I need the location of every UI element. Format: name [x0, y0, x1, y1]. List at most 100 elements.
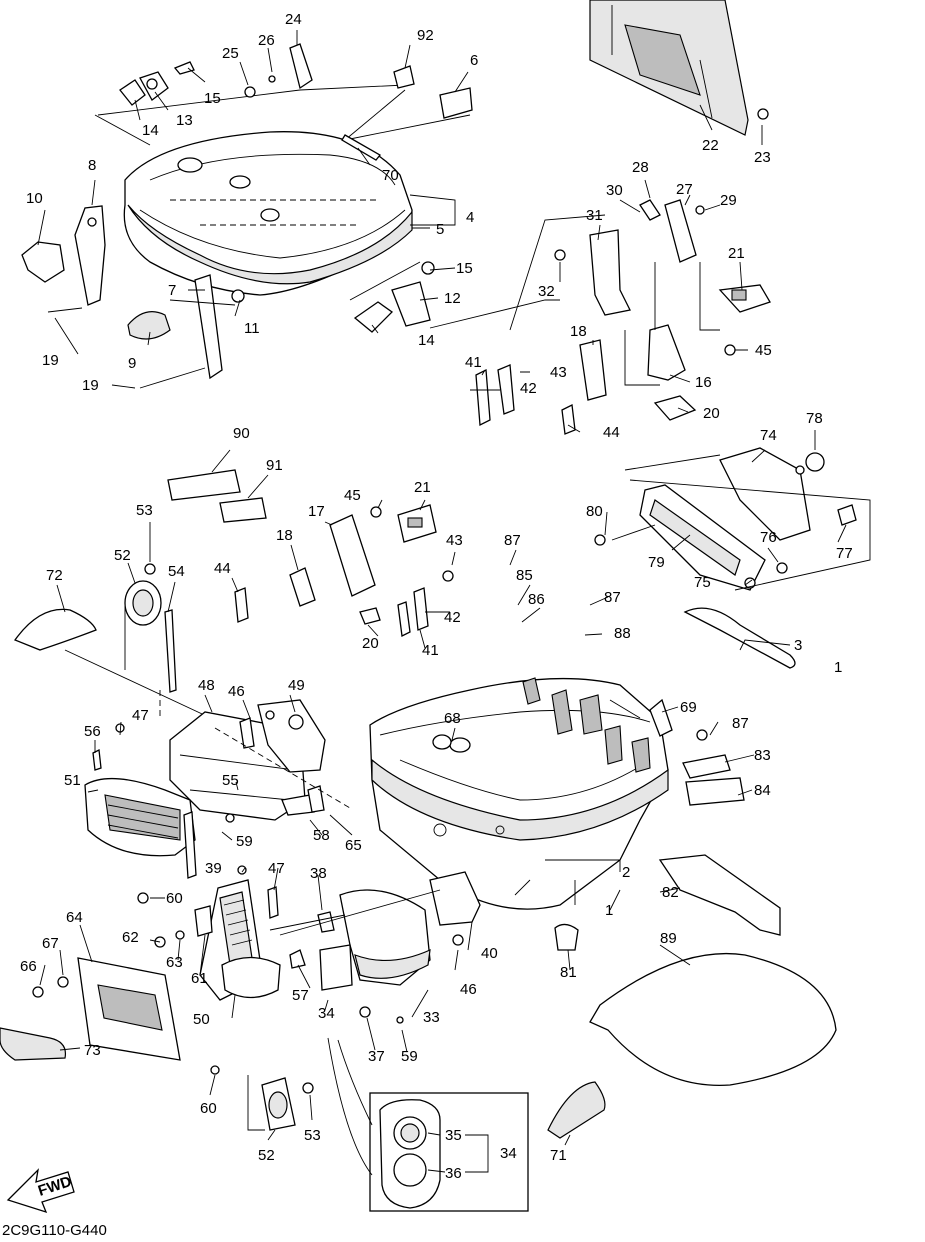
part-number-24: 24	[285, 11, 302, 28]
part-number-52: 52	[114, 547, 131, 564]
part-number-21: 21	[728, 245, 745, 262]
part-number-57: 57	[292, 987, 309, 1004]
part-number-12: 12	[444, 290, 461, 307]
part-71	[547, 1081, 606, 1139]
part-number-72: 72	[46, 567, 63, 584]
part-number-39: 39	[205, 860, 222, 877]
bottom-lamp	[210, 1065, 314, 1131]
part-number-29: 29	[720, 192, 737, 209]
part-number-16: 16	[695, 374, 712, 391]
part-number-45: 45	[755, 342, 772, 359]
part-number-20: 20	[703, 405, 720, 422]
part-number-47: 47	[132, 707, 149, 724]
decal-sheets	[167, 469, 267, 523]
part-number-15-b: 15	[456, 260, 473, 277]
part-number-88: 88	[614, 625, 631, 642]
part-number-44-b: 44	[214, 560, 231, 577]
part-number-91: 91	[266, 457, 283, 474]
center-latch-parts	[234, 364, 576, 637]
part-number-37: 37	[368, 1048, 385, 1065]
part-number-68: 68	[444, 710, 461, 727]
part-number-36: 36	[445, 1165, 462, 1182]
part-number-86: 86	[528, 591, 545, 608]
diagram-code: 2C9G110-G440	[2, 1222, 107, 1239]
part-number-63: 63	[166, 954, 183, 971]
part-number-8: 8	[88, 157, 96, 174]
part-number-19-b: 19	[82, 377, 99, 394]
part-number-1: 1	[834, 659, 842, 676]
part-number-49: 49	[288, 677, 305, 694]
rear-lamp-lower	[154, 865, 481, 1024]
part-labels: 24 92 6 25 26 15 14 13 70 4 5 8 10 15 12…	[20, 11, 853, 1182]
part-number-87-b: 87	[604, 589, 621, 606]
part-number-22: 22	[702, 137, 719, 154]
part-number-21-b: 21	[414, 479, 431, 496]
part-number-3: 3	[794, 637, 802, 654]
part-number-75: 75	[694, 574, 711, 591]
part-number-92: 92	[417, 27, 434, 44]
part-number-10: 10	[26, 190, 43, 207]
part-number-71: 71	[550, 1147, 567, 1164]
part-number-27: 27	[676, 181, 693, 198]
part-number-41-b: 41	[422, 642, 439, 659]
part-number-34-b: 34	[500, 1145, 517, 1162]
part-number-1-b: 1	[605, 902, 613, 919]
part-number-61: 61	[191, 970, 208, 987]
part-number-69: 69	[680, 699, 697, 716]
part-number-82: 82	[662, 884, 679, 901]
part-number-53-b: 53	[304, 1127, 321, 1144]
part-number-47-b: 47	[268, 860, 285, 877]
part-number-56: 56	[84, 723, 101, 740]
part-number-60-b: 60	[200, 1100, 217, 1117]
left-frame-parts	[84, 690, 351, 904]
part-number-50: 50	[193, 1011, 210, 1028]
leader-lines	[37, 30, 847, 1173]
part-number-46: 46	[228, 683, 245, 700]
part-number-42-b: 42	[444, 609, 461, 626]
part-number-14-b: 14	[418, 332, 435, 349]
left-hinge-parts	[21, 205, 435, 389]
part-number-43: 43	[550, 364, 567, 381]
part-number-40: 40	[481, 945, 498, 962]
part-number-76: 76	[760, 529, 777, 546]
part-number-84: 84	[754, 782, 771, 799]
part-number-78: 78	[806, 410, 823, 427]
part-number-26: 26	[258, 32, 275, 49]
part-number-19: 19	[42, 352, 59, 369]
part-number-18: 18	[570, 323, 587, 340]
right-side-parts	[432, 607, 796, 951]
lid-assembly	[94, 84, 471, 296]
part-number-73: 73	[84, 1042, 101, 1059]
part-number-28: 28	[632, 159, 649, 176]
part-number-44: 44	[603, 424, 620, 441]
plate-parts	[0, 957, 181, 1061]
part-number-87-c: 87	[732, 715, 749, 732]
part-number-52-b: 52	[258, 1147, 275, 1164]
part-number-87: 87	[504, 532, 521, 549]
part-number-25: 25	[222, 45, 239, 62]
part-number-43-b: 43	[446, 532, 463, 549]
part-number-4: 4	[466, 209, 474, 226]
part-number-74: 74	[760, 427, 777, 444]
part-number-59: 59	[236, 833, 253, 850]
part-number-42: 42	[520, 380, 537, 397]
part-number-66: 66	[20, 958, 37, 975]
part-number-60: 60	[166, 890, 183, 907]
part-number-79: 79	[648, 554, 665, 571]
inset-box	[327, 1037, 529, 1212]
left-lamp-parts	[13, 563, 216, 721]
part-number-54: 54	[168, 563, 185, 580]
part-number-11: 11	[244, 320, 260, 337]
part-number-15: 15	[204, 90, 221, 107]
part-number-77: 77	[836, 545, 853, 562]
part-number-33: 33	[423, 1009, 440, 1026]
reflector-22	[589, 0, 769, 136]
part-number-90: 90	[233, 425, 250, 442]
part-number-35: 35	[445, 1127, 462, 1144]
part-number-2: 2	[622, 864, 630, 881]
part-number-23: 23	[754, 149, 771, 166]
part-number-53: 53	[136, 502, 153, 519]
part-number-30: 30	[606, 182, 623, 199]
part-number-62: 62	[122, 929, 139, 946]
